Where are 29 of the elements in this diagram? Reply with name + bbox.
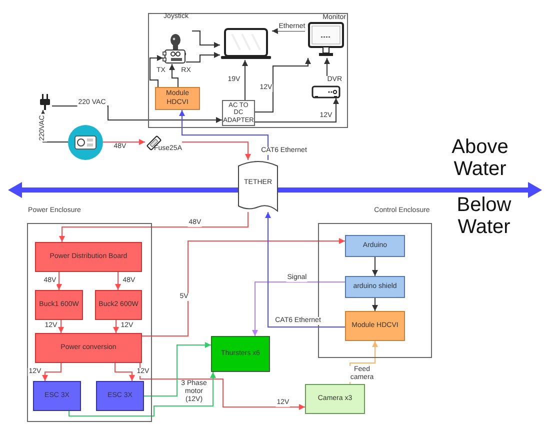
connector-arrow bbox=[179, 110, 268, 160]
connector-arrow bbox=[265, 212, 346, 328]
connector-arrow bbox=[242, 60, 248, 100]
connector-arrow bbox=[272, 28, 306, 34]
connector-arrow bbox=[58, 320, 64, 334]
connector-arrow bbox=[254, 98, 339, 122]
connector-arrow bbox=[372, 298, 378, 312]
connector-arrow bbox=[169, 64, 178, 88]
connector-arrow bbox=[186, 52, 220, 62]
connector-arrow bbox=[102, 139, 146, 145]
connector-arrow bbox=[252, 282, 346, 336]
connector-arrow bbox=[115, 272, 121, 290]
connector-arrow bbox=[144, 342, 212, 396]
connector-arrow bbox=[372, 256, 378, 276]
connector-arrow bbox=[59, 212, 248, 242]
connector-arrow bbox=[324, 58, 330, 76]
region-label: Above Water bbox=[450, 136, 510, 180]
connector-arrow bbox=[182, 142, 251, 160]
connector-arrow bbox=[192, 30, 220, 48]
connector-arrow bbox=[113, 320, 119, 334]
connector-arrow bbox=[114, 362, 135, 382]
connector-arrow bbox=[56, 272, 62, 290]
connector-arrow bbox=[140, 362, 306, 410]
connector-arrow bbox=[42, 362, 62, 382]
connector-arrow bbox=[254, 58, 311, 112]
connector-arrow bbox=[150, 55, 164, 88]
connector-arrow bbox=[68, 372, 216, 416]
region-label: Below Water bbox=[456, 194, 512, 238]
connector-arrow bbox=[142, 238, 346, 336]
